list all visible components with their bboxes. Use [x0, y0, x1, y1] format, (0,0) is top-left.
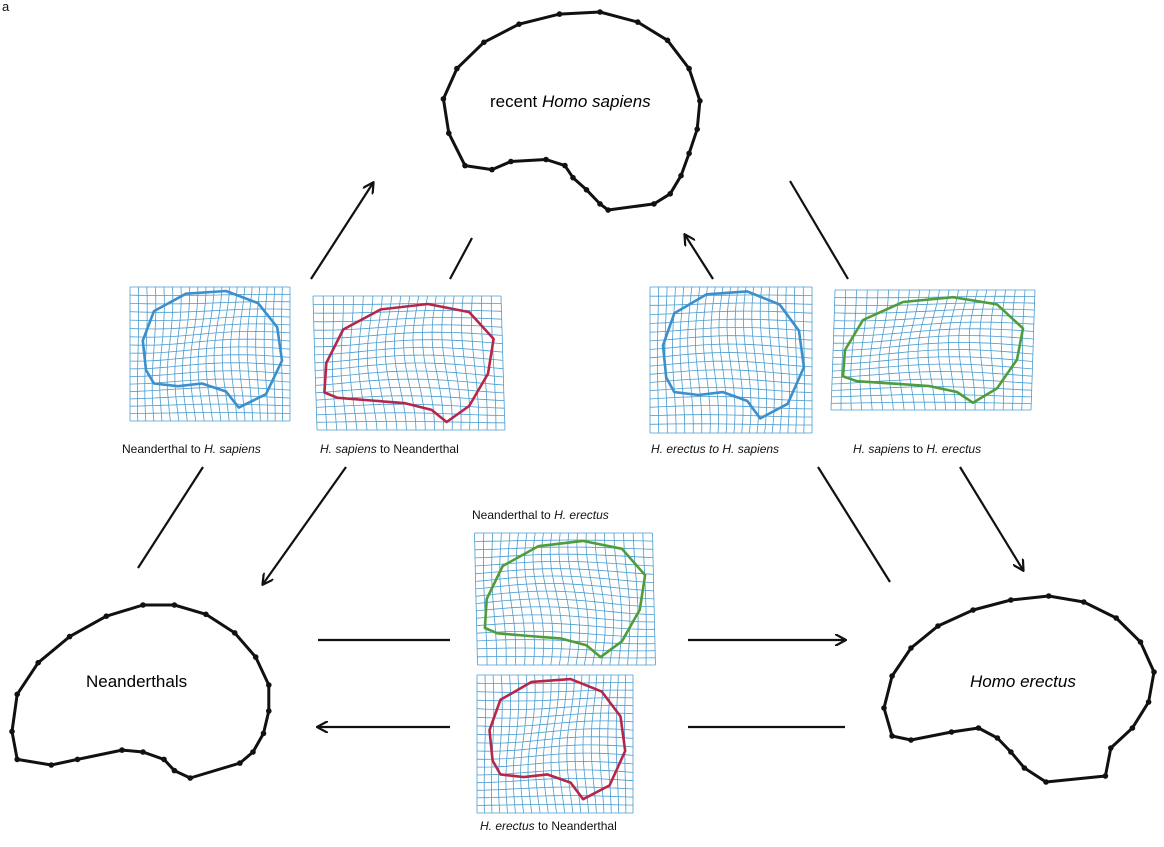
- grid-sapiens-to-erectus: [830, 289, 1036, 411]
- panel-letter: a: [2, 0, 10, 14]
- skull-erectus: [881, 593, 1157, 785]
- arrow-to-sapiens-right: [685, 235, 714, 280]
- node-label-erectus: Homo erectus: [970, 672, 1076, 692]
- skull-sapiens: [440, 9, 703, 213]
- arrow-to-neanderthal-diag: [263, 466, 347, 584]
- arrow-to-sapiens-left: [310, 183, 373, 280]
- label-erectus-to-neanderthal: H. erectus to Neanderthal: [480, 819, 617, 833]
- line-from-neanderthal-up: [137, 466, 204, 569]
- arrow-to-erectus-diag: [959, 466, 1023, 570]
- label-part-italic: H. erectus: [480, 819, 535, 833]
- skull-neanderthal: [9, 602, 272, 781]
- label-part-italic: H. sapiens: [853, 442, 910, 456]
- label-part: to Neanderthal: [534, 819, 617, 833]
- node-neanderthal-name: Neanderthals: [86, 672, 188, 691]
- label-sapiens-to-erectus: H. sapiens to H. erectus: [853, 442, 981, 456]
- label-sapiens-to-neanderthal: H. sapiens to Neanderthal: [320, 442, 459, 456]
- grid-erectus-to-neanderthal: [476, 674, 634, 814]
- label-part-italic: H. erectus: [926, 442, 982, 456]
- grid-neanderthal-to-sapiens: [129, 286, 291, 422]
- label-part: to: [909, 442, 927, 456]
- line-from-sapiens-right: [789, 180, 849, 280]
- label-part: Neanderthal to: [472, 508, 555, 522]
- label-part-italic: H. erectus: [554, 508, 609, 522]
- label-neanderthal-to-erectus: Neanderthal to H. erectus: [472, 508, 609, 522]
- label-erectus-to-sapiens: H. erectus to H. sapiens: [651, 442, 779, 456]
- grid-sapiens-to-erectus-outline: [841, 295, 1025, 405]
- grid-erectus-to-sapiens: [649, 286, 813, 434]
- grid-neanderthal-to-erectus-outline: [483, 539, 647, 659]
- grid-neanderthal-to-sapiens-outline: [141, 289, 284, 409]
- line-from-sapiens-left: [449, 237, 473, 280]
- node-sapiens-name: Homo sapiens: [541, 92, 651, 111]
- label-part-italic: H. sapiens: [204, 442, 261, 456]
- node-erectus-name: Homo erectus: [970, 672, 1076, 691]
- grid-erectus-to-neanderthal-outline: [488, 677, 627, 801]
- node-label-sapiens: recent Homo sapiens: [490, 92, 651, 112]
- label-part: Neanderthal to: [122, 442, 205, 456]
- label-part: to Neanderthal: [376, 442, 459, 456]
- grid-erectus-to-sapiens-outline: [661, 290, 806, 420]
- node-label-neanderthals: Neanderthals: [86, 672, 187, 692]
- label-part-italic: H. sapiens: [320, 442, 377, 456]
- grid-sapiens-to-neanderthal-outline: [323, 302, 495, 424]
- line-from-erectus-up: [817, 466, 891, 583]
- node-sapiens-prefix: recent: [490, 92, 542, 111]
- grid-neanderthal-to-erectus: [474, 532, 656, 666]
- label-neanderthal-to-sapiens: Neanderthal to H. sapiens: [122, 442, 261, 456]
- grid-sapiens-to-neanderthal: [312, 295, 506, 431]
- label-part-italic: H. erectus to H. sapiens: [651, 442, 780, 456]
